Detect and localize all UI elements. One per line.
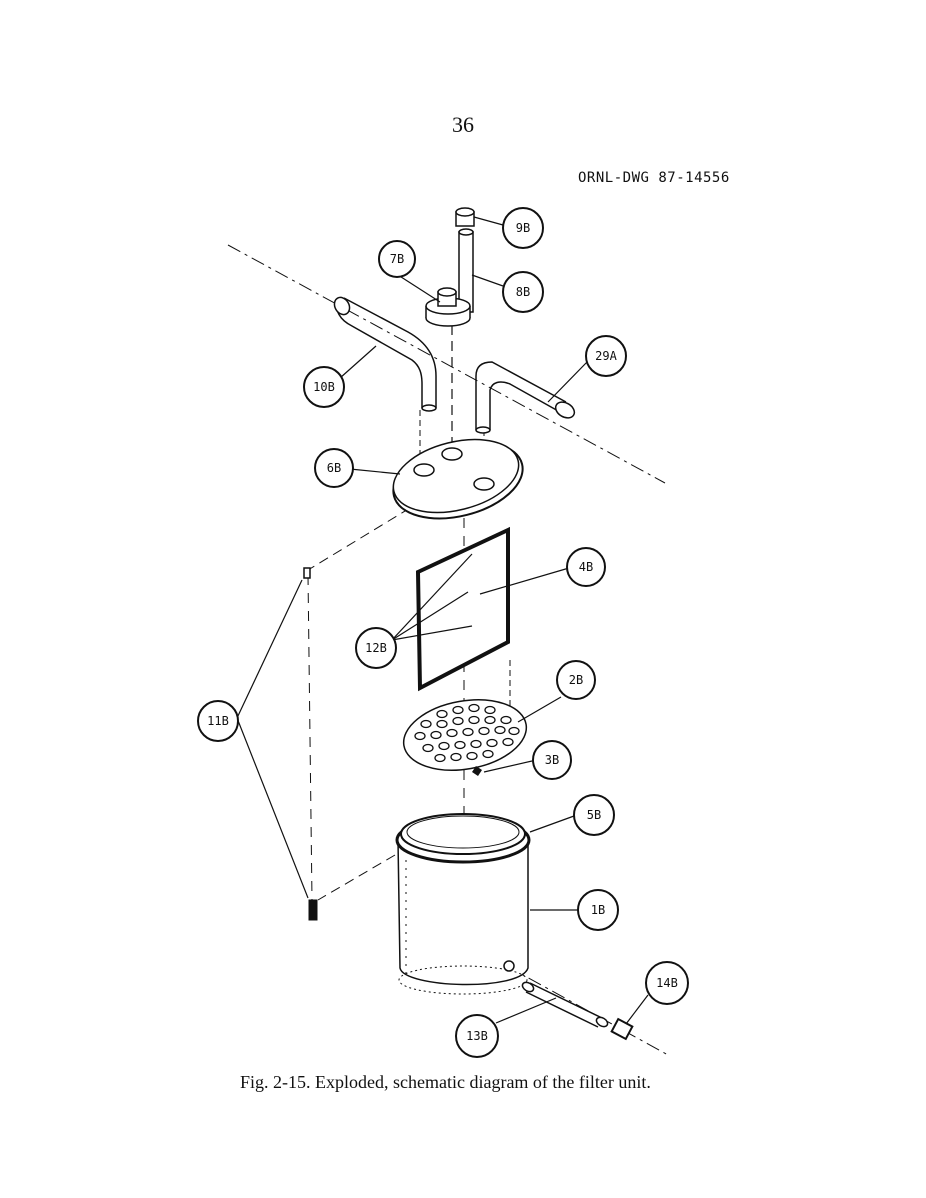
bolts-11b [303, 567, 318, 921]
pin-3b [472, 766, 482, 776]
callout-1b: 1B [577, 889, 619, 931]
callout-14b: 14B [645, 961, 689, 1005]
perforated-plate-2b [402, 699, 528, 771]
fitting-7b [425, 287, 471, 327]
callout-14b-label: 14B [656, 976, 678, 990]
callout-4b: 4B [566, 547, 606, 587]
callout-13b: 13B [455, 1014, 499, 1058]
page-number: 36 [452, 112, 474, 137]
callout-7b-label: 7B [390, 252, 404, 266]
callout-5b-label: 5B [587, 808, 601, 822]
callout-3b-label: 3B [545, 753, 559, 767]
callout-6b: 6B [314, 448, 354, 488]
canister-1b [397, 839, 529, 995]
callout-13b-label: 13B [466, 1029, 488, 1043]
drain-tube-13b [521, 981, 609, 1028]
leader-lines [236, 216, 649, 1025]
callout-4b-label: 4B [579, 560, 593, 574]
callout-9b: 9B [502, 207, 544, 249]
callout-6b-label: 6B [327, 461, 341, 475]
callout-5b: 5B [573, 794, 615, 836]
callout-3b: 3B [532, 740, 572, 780]
callout-2b: 2B [556, 660, 596, 700]
callout-9b-label: 9B [516, 221, 530, 235]
callout-1b-label: 1B [591, 903, 605, 917]
callout-2b-label: 2B [569, 673, 583, 687]
callout-10b-label: 10B [313, 380, 335, 394]
callout-11b-label: 11B [207, 714, 229, 728]
callout-10b: 10B [303, 366, 345, 408]
callout-29a: 29A [585, 335, 627, 377]
elbow-pipe-29a [475, 361, 576, 434]
bolt-guide-vertical [307, 574, 313, 901]
bolt-guide-bottom [317, 854, 396, 901]
callout-7b: 7B [378, 240, 416, 278]
axis-line [227, 244, 666, 484]
drain-plug-14b [610, 1017, 634, 1041]
drawing-number: ORNL-DWG 87-14556 [578, 170, 730, 186]
callout-8b: 8B [502, 271, 544, 313]
cap-9b [455, 207, 475, 227]
callout-8b-label: 8B [516, 285, 530, 299]
tube-8b [458, 228, 474, 313]
figure-caption: Fig. 2-15. Exploded, schematic diagram o… [240, 1072, 651, 1092]
callout-12b: 12B [355, 627, 397, 669]
lid-6b [392, 438, 524, 520]
callout-12b-label: 12B [365, 641, 387, 655]
perforation-holes [414, 703, 520, 763]
filter-frame-4b [415, 526, 510, 692]
elbow-pipe-10b [333, 296, 437, 412]
callout-11b: 11B [197, 700, 239, 742]
bolt-guide-top [307, 507, 411, 571]
callout-29a-label: 29A [595, 349, 617, 363]
gasket-5b [395, 813, 531, 864]
